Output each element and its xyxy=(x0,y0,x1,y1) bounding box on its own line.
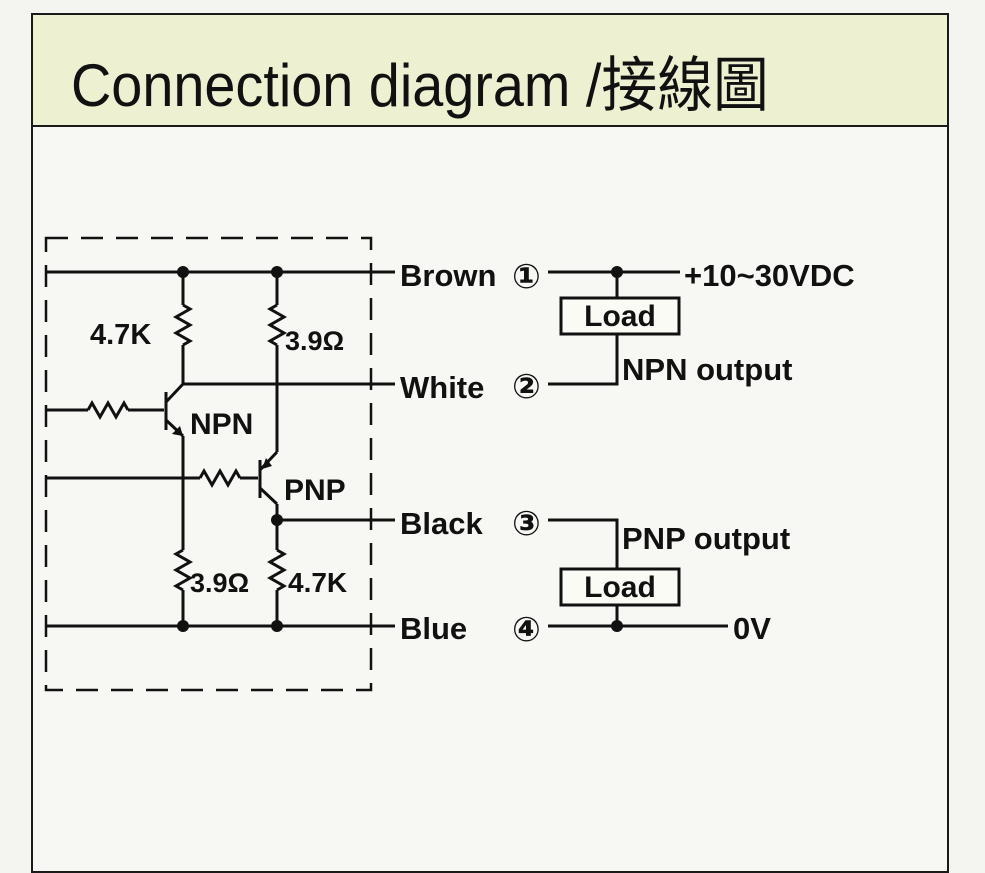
pnp-collector xyxy=(258,486,279,506)
label-npn: NPN xyxy=(190,408,253,441)
sensor-boundary xyxy=(44,236,373,692)
arrow-head xyxy=(172,426,183,436)
label-r-npn-bottom: 3.9Ω xyxy=(190,568,249,598)
wire-name-blue: Blue xyxy=(400,611,467,646)
label-r-npn-top: 4.7K xyxy=(90,319,151,351)
pnp-base-resistor xyxy=(198,467,242,489)
junction-dot xyxy=(611,620,623,632)
wire-number-2: ② xyxy=(512,368,541,406)
junction-dot xyxy=(271,266,283,278)
load-label-bottom: Load xyxy=(584,571,656,604)
signal-ground: 0V xyxy=(733,611,771,646)
npn-base-resistor xyxy=(86,399,130,421)
resistor-3-9-top xyxy=(266,303,288,347)
load-box-bottom xyxy=(559,567,681,607)
label-r-pnp-top: 3.9Ω xyxy=(285,326,344,356)
wire-number-4: ④ xyxy=(512,611,541,649)
resistor-4-7k-bottom xyxy=(266,548,288,592)
resistor-4-7k-top xyxy=(172,303,194,347)
wire-name-white: White xyxy=(400,370,484,405)
wire-number-1: ① xyxy=(512,258,541,296)
signal-supply: +10~30VDC xyxy=(684,258,855,293)
wire-name-brown: Brown xyxy=(400,258,496,293)
pnp-emitter xyxy=(258,450,279,472)
junction-dot xyxy=(177,266,189,278)
signal-pnp-output: PNP output xyxy=(622,521,790,556)
label-r-pnp-bottom: 4.7K xyxy=(288,567,347,598)
page-title: Connection diagram /接線圖 xyxy=(71,52,769,119)
junction-dot xyxy=(271,620,283,632)
wire-name-black: Black xyxy=(400,506,483,541)
ext-white xyxy=(548,334,619,386)
header-bar: Connection diagram /接線圖 xyxy=(33,15,947,127)
wire-number-3: ③ xyxy=(512,505,541,543)
load-box-top xyxy=(559,296,681,336)
label-pnp: PNP xyxy=(284,474,346,507)
resistor-3-9-bottom xyxy=(172,548,194,592)
junction-dot xyxy=(177,620,189,632)
junction-dot xyxy=(611,266,623,278)
npn-collector xyxy=(164,382,185,404)
ext-black xyxy=(548,518,619,569)
arrow-head xyxy=(262,458,272,469)
junction-dot xyxy=(271,514,283,526)
load-label-top: Load xyxy=(584,300,656,333)
signal-npn-output: NPN output xyxy=(622,352,792,387)
